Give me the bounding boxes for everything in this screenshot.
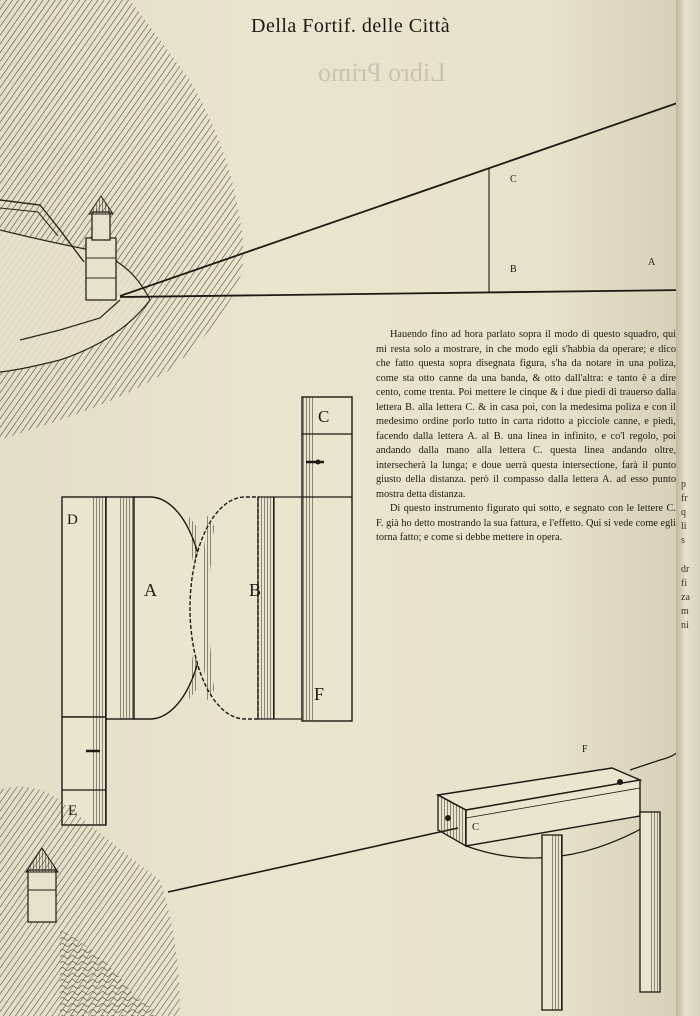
top-fortress-figure: C B A (0, 0, 687, 440)
paragraph-2: Di questo instrumento figurato qui sotto… (376, 503, 676, 543)
label-a-top: A (648, 257, 656, 268)
paragraph-1: Hauendo fino ad hora parlato sopra il mo… (376, 329, 676, 500)
gutter-letter: m (681, 606, 689, 617)
label-a-mid: A (144, 580, 157, 600)
label-c-top: C (510, 174, 517, 185)
label-b-top: B (510, 264, 517, 275)
assembled-instrument-figure: F C (0, 743, 690, 1016)
label-f-mid: F (314, 684, 324, 704)
gutter-letter: dr (681, 564, 690, 575)
gutter-letter: ni (681, 620, 689, 631)
label-c-mid: C (318, 407, 329, 426)
gutter-letter: za (681, 592, 690, 603)
gutter-letter: p (681, 479, 686, 490)
instrument-components-figure: D E A B C F (61, 396, 353, 826)
gutter-letter: fi (681, 578, 688, 589)
label-d: D (67, 512, 78, 528)
label-b-mid: B (249, 580, 261, 600)
label-c-bottom: C (472, 821, 479, 833)
gutter-letter: s (681, 535, 685, 546)
facing-page-edge: p fr q li s dr fi za m ni (676, 0, 700, 1016)
body-text: Hauendo fino ad hora parlato sopra il mo… (376, 328, 676, 546)
running-title: Della Fortif. delle Città (251, 15, 451, 37)
gutter-letter: li (681, 521, 687, 532)
gutter-letter: fr (681, 493, 688, 504)
gutter-letter: q (681, 507, 686, 518)
label-f-bottom: F (582, 744, 588, 755)
